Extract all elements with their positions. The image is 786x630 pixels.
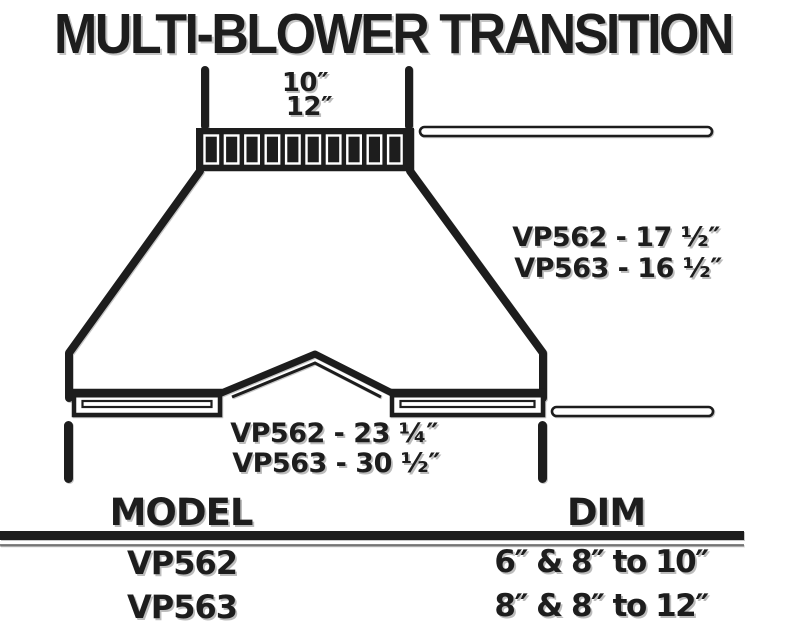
height-dim-vp562: VP562 - 17 ½″ xyxy=(512,222,720,253)
grille-slot xyxy=(203,134,220,165)
left-flange-inner-line xyxy=(81,399,213,409)
top-collar-label-10: 10″ xyxy=(281,68,329,98)
bottom-peak-inner-line xyxy=(231,361,382,399)
header-rule-shadow xyxy=(0,544,744,547)
hood-bottom-edge xyxy=(69,350,543,398)
table-header-model: MODEL xyxy=(109,491,254,534)
page-title: MULTI-BLOWER TRANSITION xyxy=(53,3,735,66)
grille-slot xyxy=(305,134,322,165)
extension-line xyxy=(405,66,413,130)
right-flange-inner-line xyxy=(399,399,536,409)
height-dim-vp563: VP563 - 16 ½″ xyxy=(514,253,722,284)
grille-slots xyxy=(203,134,403,165)
bottom-extension-lines xyxy=(64,421,547,483)
grille-slot xyxy=(346,134,362,165)
table-row-dim: 6″ & 8″ to 10″ xyxy=(494,544,709,580)
table-rule xyxy=(0,531,744,547)
extension-line xyxy=(201,66,209,130)
top-collar-label-12: 12″ xyxy=(285,92,333,122)
grille-slot xyxy=(386,134,403,165)
grille-slot xyxy=(325,134,342,165)
width-dim-vp562: VP562 - 23 ¼″ xyxy=(230,418,438,449)
table-row-model: VP563 xyxy=(126,588,238,626)
hood-sides xyxy=(65,167,547,402)
extension-line xyxy=(538,421,547,483)
header-rule xyxy=(0,531,744,540)
grille-slot xyxy=(264,134,281,165)
top-extension-lines xyxy=(201,66,413,130)
grille-collar xyxy=(196,128,414,171)
table-row-dim: 8″ & 8″ to 12″ xyxy=(494,588,709,624)
flange-inner-lines xyxy=(81,399,536,409)
bottom-dimension-line xyxy=(550,405,715,418)
hood-right-side xyxy=(406,167,547,402)
table-header-dim: DIM xyxy=(566,491,646,534)
top-dimension-line xyxy=(418,125,714,138)
width-dim-vp563: VP563 - 30 ½″ xyxy=(232,448,440,479)
grille-slot xyxy=(284,134,301,165)
grille-slot xyxy=(244,134,261,165)
grille-slot xyxy=(366,134,383,165)
extension-line xyxy=(64,421,73,483)
table-row-model: VP562 xyxy=(126,544,238,582)
hood-left-side xyxy=(65,167,204,402)
grille-slot xyxy=(223,134,240,165)
